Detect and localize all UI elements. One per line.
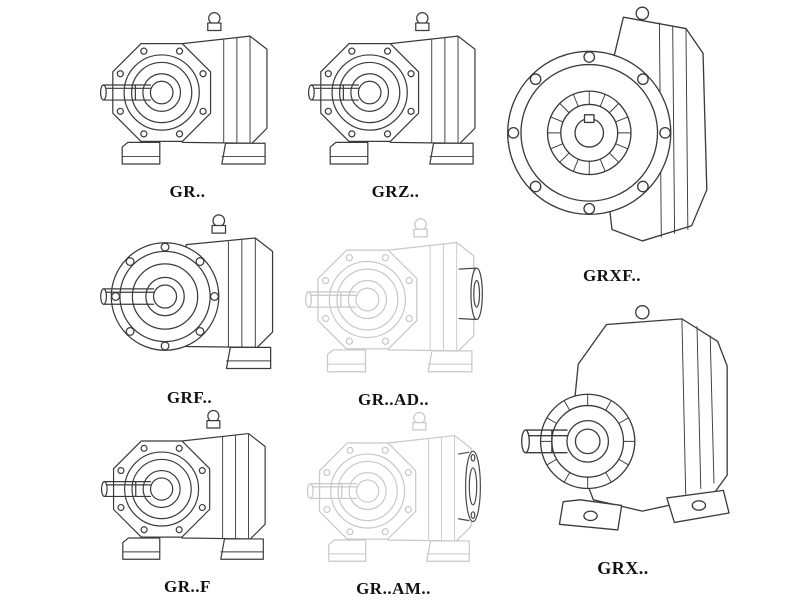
gearbox-technical-drawing-gr [94, 6, 282, 180]
gearbox-technical-drawing-grxf [498, 2, 726, 258]
gearbox-technical-drawing-grz [302, 6, 490, 180]
gearbox-technical-drawing-gr-f [95, 404, 280, 575]
figure-label-grad: GR..AD.. [357, 390, 430, 409]
figure-grad: GR..AD.. [296, 212, 491, 410]
figure-label-grff: GR..F [164, 577, 211, 596]
figure-label-grxf: GRXF.. [582, 266, 642, 285]
gearbox-technical-drawing-grx [501, 298, 746, 548]
figure-gr: GR.. [90, 6, 285, 202]
figure-grff: GR..F [90, 404, 285, 597]
figure-gram: GR..AM.. [296, 406, 491, 599]
gearbox-technical-drawing-gr-am [301, 406, 481, 577]
gearbox-technical-drawing-gr-ad [299, 212, 483, 388]
figure-label-grf: GRF.. [166, 388, 213, 407]
figure-label-grx: GRX.. [597, 558, 649, 578]
figure-label-gram: GR..AM.. [356, 579, 431, 598]
figure-grf: GRF.. [92, 208, 287, 408]
figure-grx: GRX.. [498, 298, 748, 579]
gearbox-technical-drawing-grf [94, 208, 286, 386]
motor-adapter-overlay [458, 267, 483, 321]
figure-grz: GRZ.. [298, 6, 493, 202]
input-flange-overlay [458, 450, 481, 523]
figure-label-gr: GR.. [169, 182, 206, 201]
figure-grxf: GRXF.. [492, 2, 732, 286]
figure-label-grz: GRZ.. [371, 182, 420, 201]
